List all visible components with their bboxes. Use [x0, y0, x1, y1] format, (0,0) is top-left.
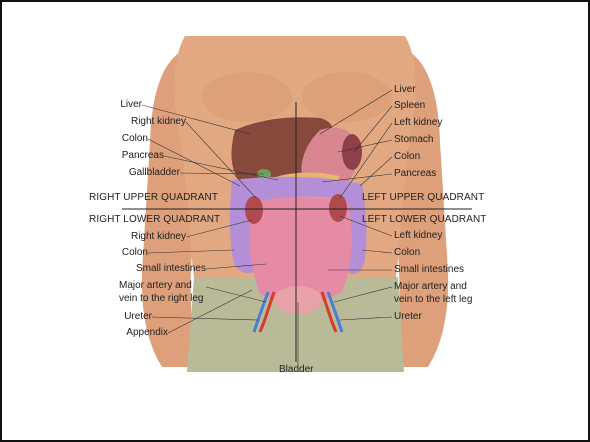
- label-small-intestines-right: Small intestines: [394, 264, 464, 276]
- label-appendix: Appendix: [62, 327, 168, 339]
- label-ureter-right: Ureter: [394, 311, 422, 323]
- label-liver-left: Liver: [62, 99, 142, 111]
- label-right-kidney-upper: Right kidney: [62, 116, 186, 128]
- label-ureter-left: Ureter: [62, 311, 152, 323]
- label-colon-lower-right: Colon: [394, 247, 420, 259]
- label-bladder: Bladder: [279, 364, 313, 376]
- label-colon-lower-left: Colon: [62, 247, 148, 259]
- label-major-artery-right-line2: vein to the left leg: [394, 294, 472, 306]
- label-major-artery-left-line1: Major artery and: [119, 280, 192, 292]
- label-colon-upper-right: Colon: [394, 151, 420, 163]
- label-left-kidney-upper: Left kidney: [394, 117, 442, 129]
- spleen-organ: [342, 134, 362, 170]
- quadrant-left-upper: LEFT UPPER QUADRANT: [362, 192, 484, 203]
- label-spleen: Spleen: [394, 100, 425, 112]
- label-colon-upper-left: Colon: [62, 133, 148, 145]
- label-small-intestines-left: Small intestines: [62, 263, 206, 275]
- label-pancreas-right: Pancreas: [394, 168, 436, 180]
- quadrant-right-upper: RIGHT UPPER QUADRANT: [89, 192, 218, 203]
- label-stomach: Stomach: [394, 134, 433, 146]
- chest-shadow-right: [302, 72, 392, 122]
- chest-shadow-left: [202, 72, 292, 122]
- label-right-kidney-lower: Right kidney: [62, 231, 186, 243]
- label-major-artery-left-line2: vein to the right leg: [119, 293, 204, 305]
- label-left-kidney-lower: Left kidney: [394, 230, 442, 242]
- label-major-artery-right-line1: Major artery and: [394, 281, 467, 293]
- label-pancreas-left: Pancreas: [62, 150, 164, 162]
- right-kidney-organ: [245, 196, 263, 224]
- quadrant-right-lower: RIGHT LOWER QUADRANT: [89, 214, 220, 225]
- label-gallbladder: Gallbladder: [62, 167, 180, 179]
- quadrant-left-lower: LEFT LOWER QUADRANT: [362, 214, 487, 225]
- label-liver-right: Liver: [394, 84, 416, 96]
